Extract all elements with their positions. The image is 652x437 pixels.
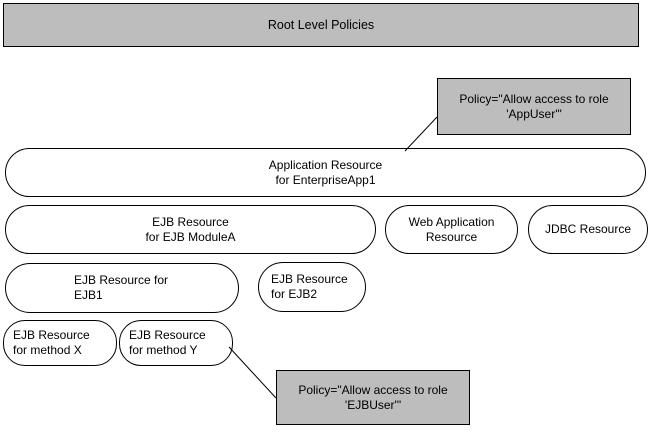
method-y-resource-line2: for method Y [129,343,198,357]
method-x-resource-line2: for method X [13,343,82,357]
app-user-policy-line1: Policy="Allow access to role [459,91,609,106]
method-y-resource-node[interactable]: EJB Resource for method Y [119,320,233,366]
ejb-user-policy-line1: Policy="Allow access to role [298,382,448,397]
web-application-resource-node[interactable]: Web Application Resource [385,205,518,254]
jdbc-resource-line1: JDBC Resource [544,222,632,236]
method-x-resource-node[interactable]: EJB Resource for method X [3,320,117,366]
ejb2-resource-line2: for EJB2 [271,287,318,301]
ejb2-resource-line1: EJB Resource [271,272,348,286]
ejb1-resource-line2: EJB1 [74,288,103,302]
application-resource-line2: for EnterpriseApp1 [275,172,376,187]
app-user-policy-box[interactable]: Policy="Allow access to role 'AppUser'" [437,78,631,135]
root-level-policies-label: Root Level Policies [267,17,375,32]
ejb-user-policy-box[interactable]: Policy="Allow access to role 'EJBUser'" [276,370,470,425]
ejb-user-policy-line2: 'EJBUser'" [344,397,402,412]
ejb1-resource-line1: EJB Resource for [74,273,169,287]
ejb-user-policy-leader [228,346,277,399]
root-level-policies-bar[interactable]: Root Level Policies [3,3,639,47]
app-user-policy-line2: 'AppUser'" [506,106,562,121]
jdbc-resource-node[interactable]: JDBC Resource [528,205,648,254]
web-application-resource-line2: Resource [425,229,478,244]
method-y-resource-line1: EJB Resource [129,328,206,342]
ejb-module-resource-node[interactable]: EJB Resource for EJB ModuleA [5,205,376,254]
web-application-resource-line1: Web Application [408,214,495,229]
application-resource-line1: Application Resource [268,157,383,172]
ejb1-resource-node[interactable]: EJB Resource for EJB1 [5,263,239,313]
app-user-policy-leader [404,116,438,152]
ejb2-resource-node[interactable]: EJB Resource for EJB2 [258,262,366,312]
ejb-module-resource-line2: for EJB ModuleA [145,229,236,244]
application-resource-node[interactable]: Application Resource for EnterpriseApp1 [5,148,646,197]
method-x-resource-line1: EJB Resource [13,328,90,342]
ejb-module-resource-line1: EJB Resource [152,214,229,229]
